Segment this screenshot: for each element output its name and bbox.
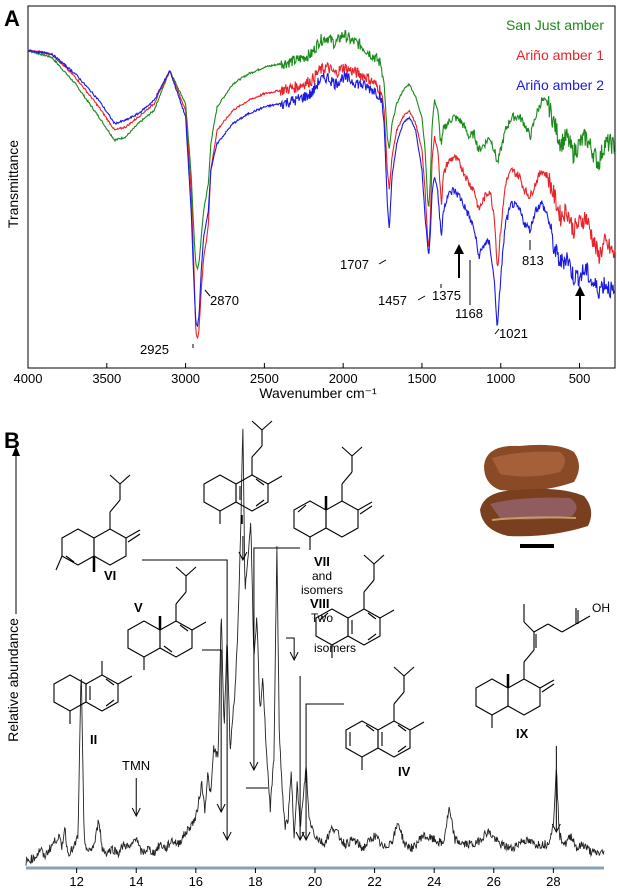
label-1021: 1021 bbox=[499, 326, 528, 341]
gc-x-tick-label: 18 bbox=[248, 874, 262, 888]
pointer-arrowhead bbox=[249, 761, 259, 772]
molecule-ii-structure bbox=[53, 661, 133, 724]
pointer-arrowhead bbox=[222, 831, 232, 842]
ir-series-line-3 bbox=[27, 49, 616, 328]
amber-photo bbox=[480, 444, 592, 537]
label-viii-two: Two bbox=[311, 611, 333, 625]
gc-x-tick-label: 24 bbox=[427, 874, 441, 888]
label-2925: 2925 bbox=[140, 342, 169, 357]
arrow-1230-head bbox=[454, 244, 464, 254]
gc-x-tick-label: 12 bbox=[69, 874, 83, 888]
arrow-470-head bbox=[575, 286, 585, 296]
panel-a-letter: A bbox=[4, 6, 20, 31]
leader-2870 bbox=[204, 289, 211, 297]
molecule-vi-structure bbox=[55, 474, 141, 572]
ir-peak-annotations: 2925 2870 1707 1457 1375 1168 1021 813 bbox=[140, 240, 585, 357]
label-1168: 1168 bbox=[455, 306, 483, 321]
gc-trace-group bbox=[25, 428, 605, 866]
ir-x-axis-title: Wavenumber cm⁻¹ bbox=[259, 385, 377, 401]
ir-x-tick-label: 2500 bbox=[250, 371, 279, 386]
molecule-v-structure bbox=[127, 566, 207, 670]
molecule-iv-structure bbox=[345, 666, 425, 770]
label-molecule-iv: IV bbox=[398, 764, 411, 779]
pointer-arrowhead bbox=[216, 803, 226, 814]
gc-peak-pointers bbox=[131, 536, 561, 842]
molecule-viii-structure bbox=[315, 554, 395, 658]
ir-x-tick-label: 4000 bbox=[14, 371, 43, 386]
pointer-iv bbox=[305, 703, 344, 840]
label-ix-oh: OH bbox=[592, 601, 610, 615]
pointer-vii bbox=[253, 547, 300, 770]
ir-y-axis-title: Transmittance bbox=[5, 140, 21, 228]
pointer-arrowhead bbox=[551, 823, 561, 834]
label-molecule-v: V bbox=[134, 600, 143, 615]
label-vii-and: and bbox=[312, 569, 332, 583]
ir-x-tick-label: 2000 bbox=[329, 371, 358, 386]
ir-legend-entry-1: San Just amber bbox=[506, 17, 604, 33]
gc-x-tick-label: 26 bbox=[487, 874, 501, 888]
label-1457: 1457 bbox=[378, 293, 407, 308]
label-813: 813 bbox=[522, 253, 544, 268]
ir-x-tick-label: 1000 bbox=[486, 371, 515, 386]
leader-1021 bbox=[494, 328, 500, 335]
label-molecule-ix: IX bbox=[516, 726, 529, 741]
ir-x-tick-label: 3000 bbox=[171, 371, 200, 386]
label-molecule-i: I bbox=[240, 512, 244, 527]
ir-legend-entry-3: Ariño amber 2 bbox=[516, 77, 604, 93]
gc-x-ticks: 12 14 16 18 20 22 24 26 28 bbox=[69, 868, 561, 888]
label-2870: 2870 bbox=[210, 293, 239, 308]
pointer-arrowhead bbox=[238, 551, 248, 562]
ir-x-tick-label: 500 bbox=[569, 371, 591, 386]
pointer-vi bbox=[142, 559, 228, 840]
label-1375: 1375 bbox=[432, 288, 461, 303]
label-viii-isomers: isomers bbox=[314, 641, 356, 655]
label-tmn: TMN bbox=[122, 758, 150, 773]
pointer-arrowhead bbox=[289, 651, 299, 662]
pointer-arrowhead bbox=[131, 807, 141, 818]
pointer-v bbox=[202, 649, 222, 812]
gc-x-tick-label: 20 bbox=[308, 874, 322, 888]
ir-legend-entry-2: Ariño amber 1 bbox=[516, 47, 604, 63]
ir-plot-frame bbox=[27, 5, 616, 369]
label-molecule-ii: II bbox=[90, 732, 97, 747]
ir-series-line-2 bbox=[27, 49, 616, 340]
gc-y-axis-title: Relative abundance bbox=[5, 618, 21, 742]
label-molecule-viii: VIII bbox=[310, 596, 330, 611]
ir-x-ticks: 4000 3500 3000 2500 2000 1500 1000 500 bbox=[14, 363, 591, 386]
pointer-arrowhead bbox=[301, 831, 311, 842]
gc-x-tick-label: 16 bbox=[189, 874, 203, 888]
molecule-ix-structure bbox=[475, 604, 591, 728]
label-1707: 1707 bbox=[340, 257, 369, 272]
leader-1457 bbox=[417, 295, 426, 301]
label-molecule-vii: VII bbox=[314, 554, 330, 569]
ir-series-group bbox=[27, 29, 616, 340]
ir-x-tick-label: 1500 bbox=[407, 371, 436, 386]
molecule-vii-structure bbox=[293, 446, 373, 550]
leader-1707 bbox=[378, 259, 387, 265]
pointer-arrowhead bbox=[295, 831, 305, 842]
gc-trace-line bbox=[25, 428, 605, 866]
gc-x-tick-label: 14 bbox=[129, 874, 143, 888]
ir-x-tick-label: 3500 bbox=[92, 371, 121, 386]
ir-series-line-1 bbox=[28, 29, 616, 271]
pointer-viii bbox=[286, 637, 295, 660]
label-vii-isomers: isomers bbox=[301, 583, 343, 597]
panel-b-letter: B bbox=[4, 428, 20, 453]
label-molecule-vi: VI bbox=[104, 568, 116, 583]
gc-y-axis-arrow-head bbox=[12, 446, 20, 456]
gc-x-tick-label: 28 bbox=[546, 874, 560, 888]
gc-x-tick-label: 22 bbox=[367, 874, 381, 888]
molecule-i-structure bbox=[203, 420, 283, 524]
